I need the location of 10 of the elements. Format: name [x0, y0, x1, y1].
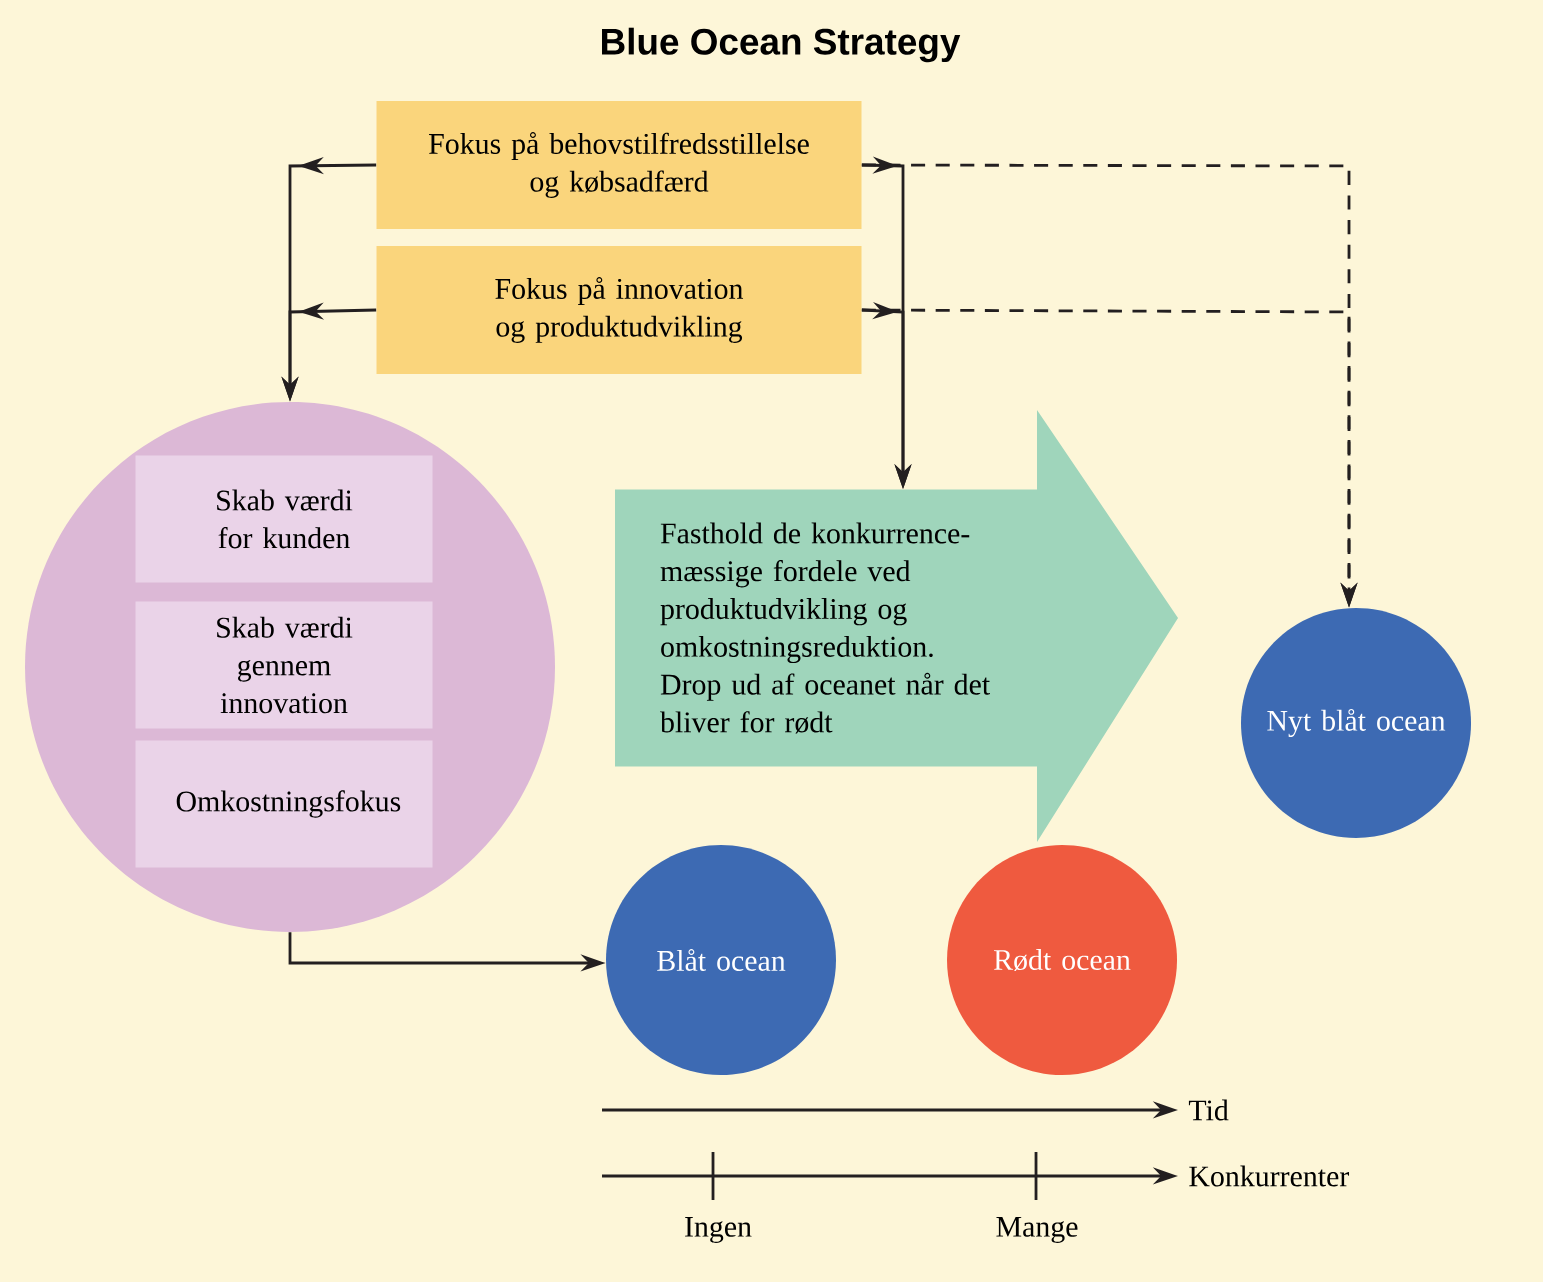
text-box: Skab værdi gennem innovation [135, 601, 433, 729]
axis-label: Konkurrenter [1189, 1165, 1349, 1187]
axis-label: Mange [996, 1216, 1078, 1243]
text-box: Skab værdi for kunden [135, 455, 433, 583]
axis-label: Tid [1188, 1099, 1229, 1121]
text-box: Fokus på innovation og produktudvikling [376, 246, 862, 374]
axis-label: Ingen [685, 1216, 752, 1243]
text-box: Omkostningsfokus [135, 740, 433, 868]
text-box: Fokus på behovstilfredsstillelse og købsadfærd [376, 101, 862, 229]
title: Blue Ocean Strategy [602, 27, 961, 63]
